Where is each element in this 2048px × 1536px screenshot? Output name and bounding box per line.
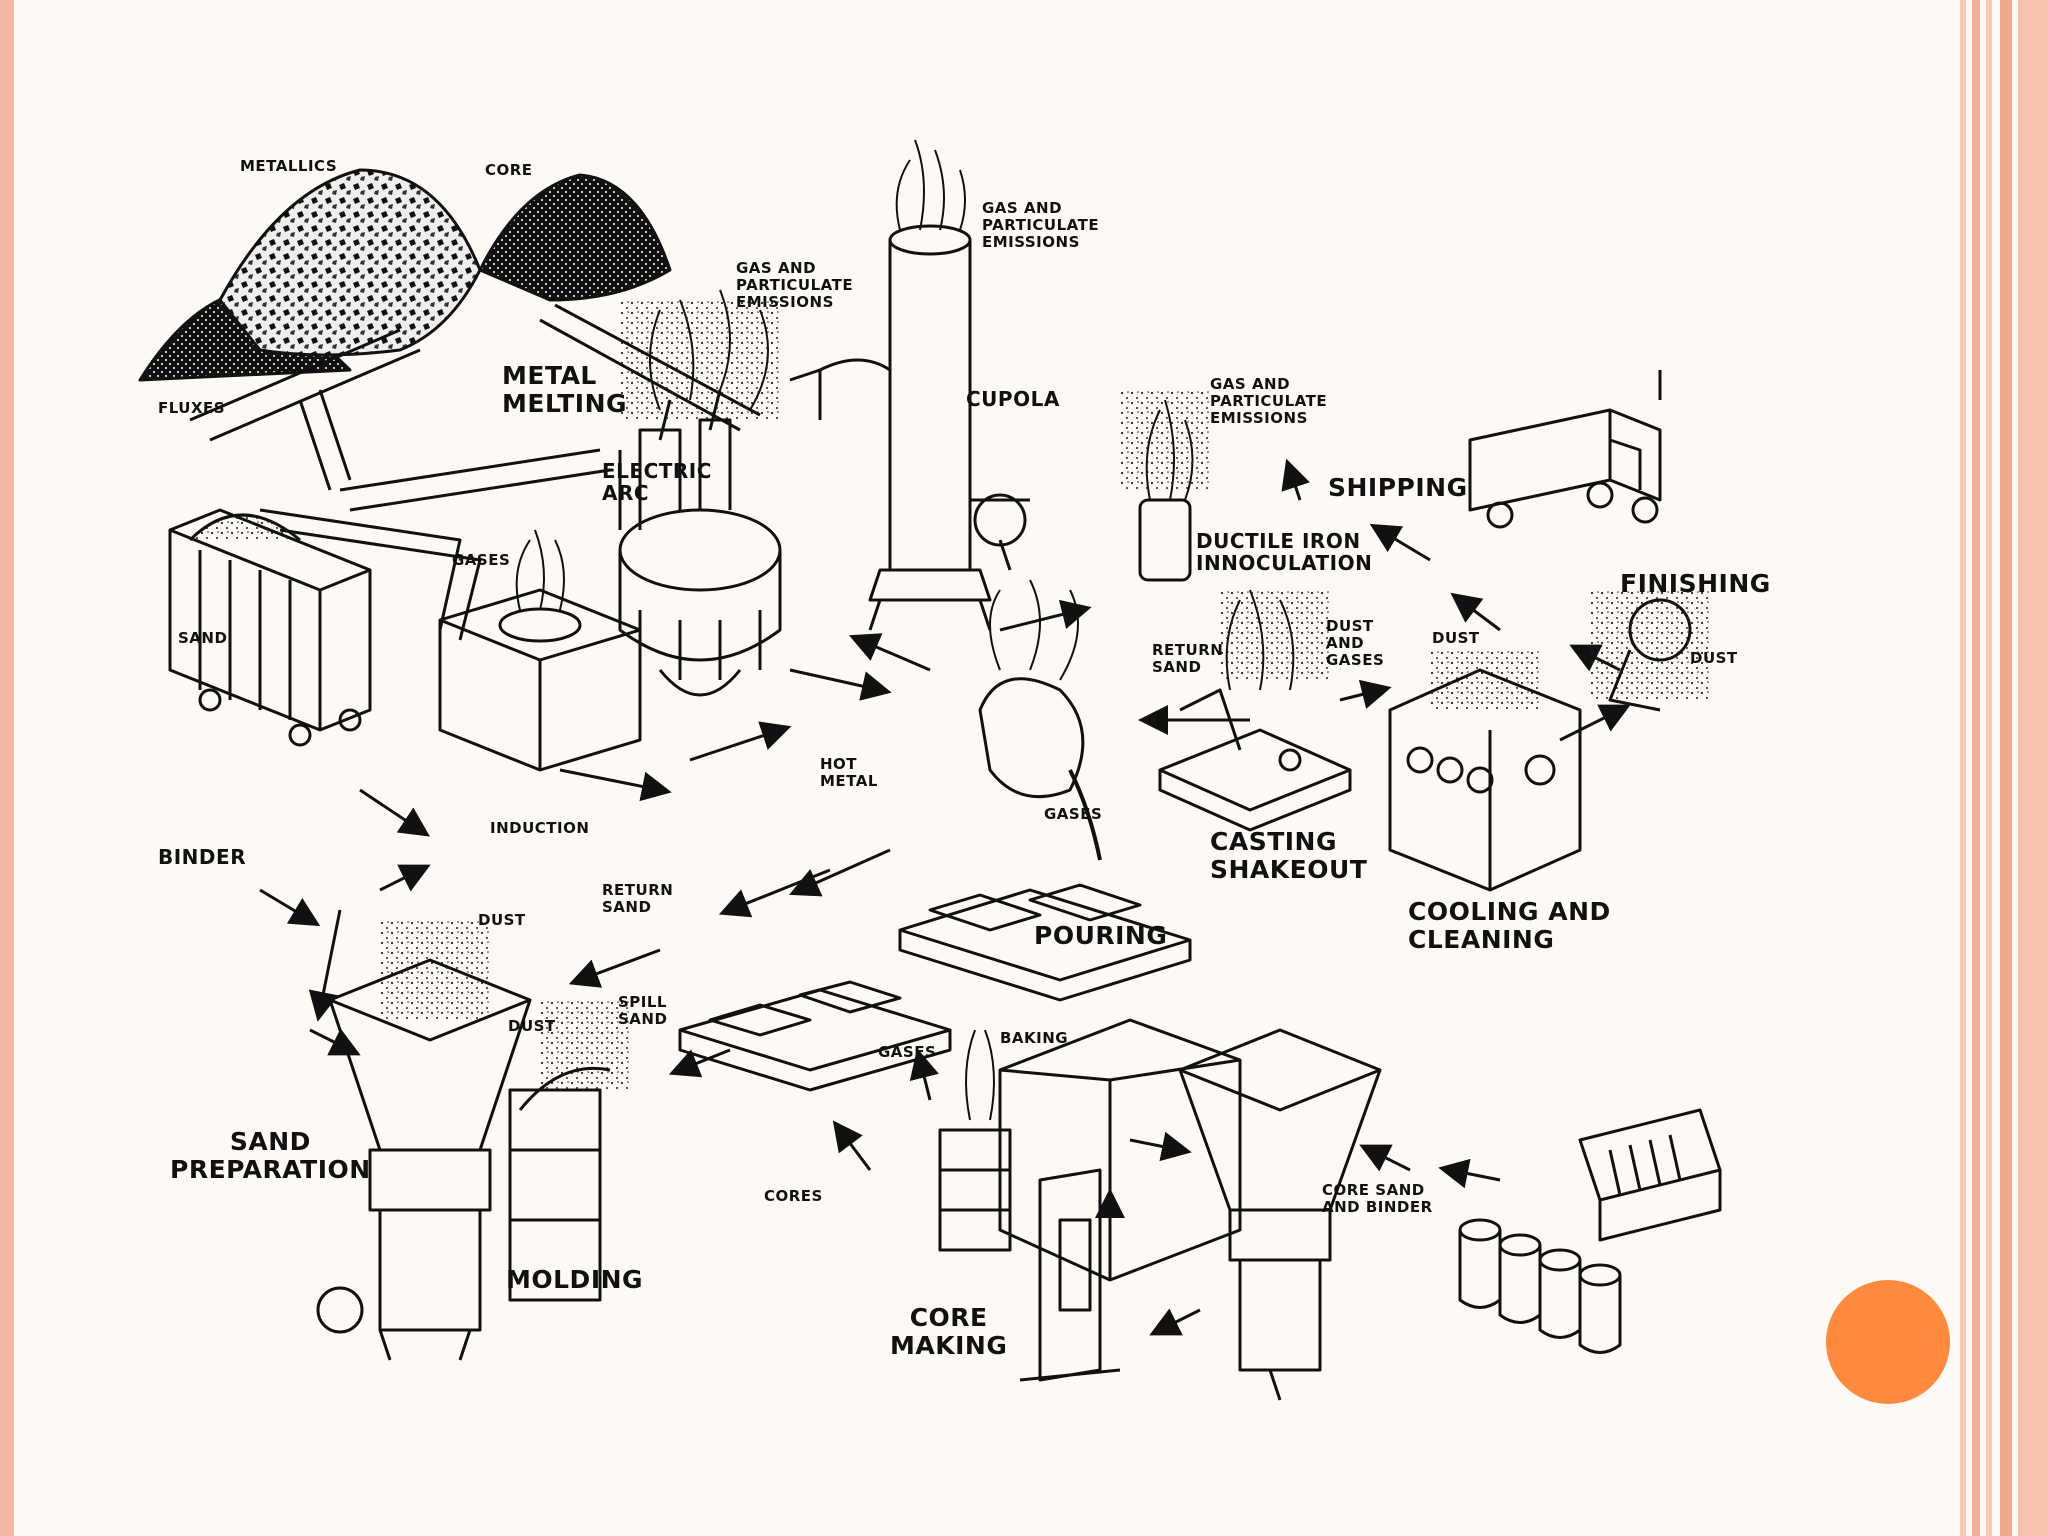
label-finishing: FINISHING	[1620, 569, 1771, 598]
label-baking: BAKING	[1000, 1029, 1069, 1047]
label-gas-emissions-innoculation: GAS AND PARTICULATE EMISSIONS	[1210, 375, 1328, 427]
slide-left-border	[0, 0, 14, 1536]
label-binder: BINDER	[158, 845, 247, 869]
label-fluxes: FLUXES	[158, 399, 226, 417]
label-gas-emissions-arc: GAS AND PARTICULATE EMISSIONS	[736, 259, 854, 311]
label-hot-metal: HOT METAL	[820, 755, 878, 790]
label-gas-emissions-cupola: GAS AND PARTICULATE EMISSIONS	[982, 199, 1100, 251]
slide-right-border	[1960, 0, 2048, 1536]
label-gases-pouring: GASES	[1044, 805, 1103, 823]
label-induction: INDUCTION	[490, 819, 590, 837]
label-gases-induction: GASES	[452, 551, 511, 569]
label-metallics: METALLICS	[240, 157, 338, 175]
label-dust-sand-prep: DUST	[478, 911, 526, 929]
label-casting-shakeout: CASTING SHAKEOUT	[1210, 827, 1368, 884]
label-molding: MOLDING	[506, 1265, 644, 1294]
label-metal-melting: METAL MELTING	[502, 361, 628, 418]
foundry-process-diagram: METALLICS CORE FLUXES METAL MELTING GAS …	[100, 70, 1860, 1440]
label-dust-and-gases: DUST AND GASES	[1326, 617, 1385, 669]
diagram-illustration	[138, 139, 1722, 1401]
label-sand: SAND	[178, 629, 228, 647]
label-return-sand-shakeout: RETURN SAND	[1152, 641, 1224, 676]
label-spill-sand: SPILL SAND	[618, 993, 668, 1028]
label-dust-molding: DUST	[508, 1017, 556, 1035]
label-shipping: SHIPPING	[1328, 473, 1468, 502]
label-gases-baking: GASES	[878, 1043, 937, 1061]
label-pouring: POURING	[1034, 921, 1168, 950]
label-core-making: CORE MAKING	[890, 1303, 1008, 1360]
label-dust-finishing: DUST	[1690, 649, 1738, 667]
label-core: CORE	[485, 161, 533, 179]
label-ductile-iron: DUCTILE IRON INNOCULATION	[1196, 529, 1373, 576]
accent-circle	[1826, 1280, 1950, 1404]
label-cooling-cleaning: COOLING AND CLEANING	[1408, 897, 1611, 954]
label-cores: CORES	[764, 1187, 823, 1205]
label-return-sand-molding: RETURN SAND	[602, 881, 674, 916]
label-electric-arc: ELECTRIC ARC	[602, 459, 712, 506]
label-dust-cleaning: DUST	[1432, 629, 1480, 647]
label-core-sand-binder: CORE SAND AND BINDER	[1322, 1181, 1433, 1216]
label-cupola: CUPOLA	[966, 387, 1060, 411]
label-sand-preparation: SAND PREPARATION	[170, 1127, 371, 1184]
